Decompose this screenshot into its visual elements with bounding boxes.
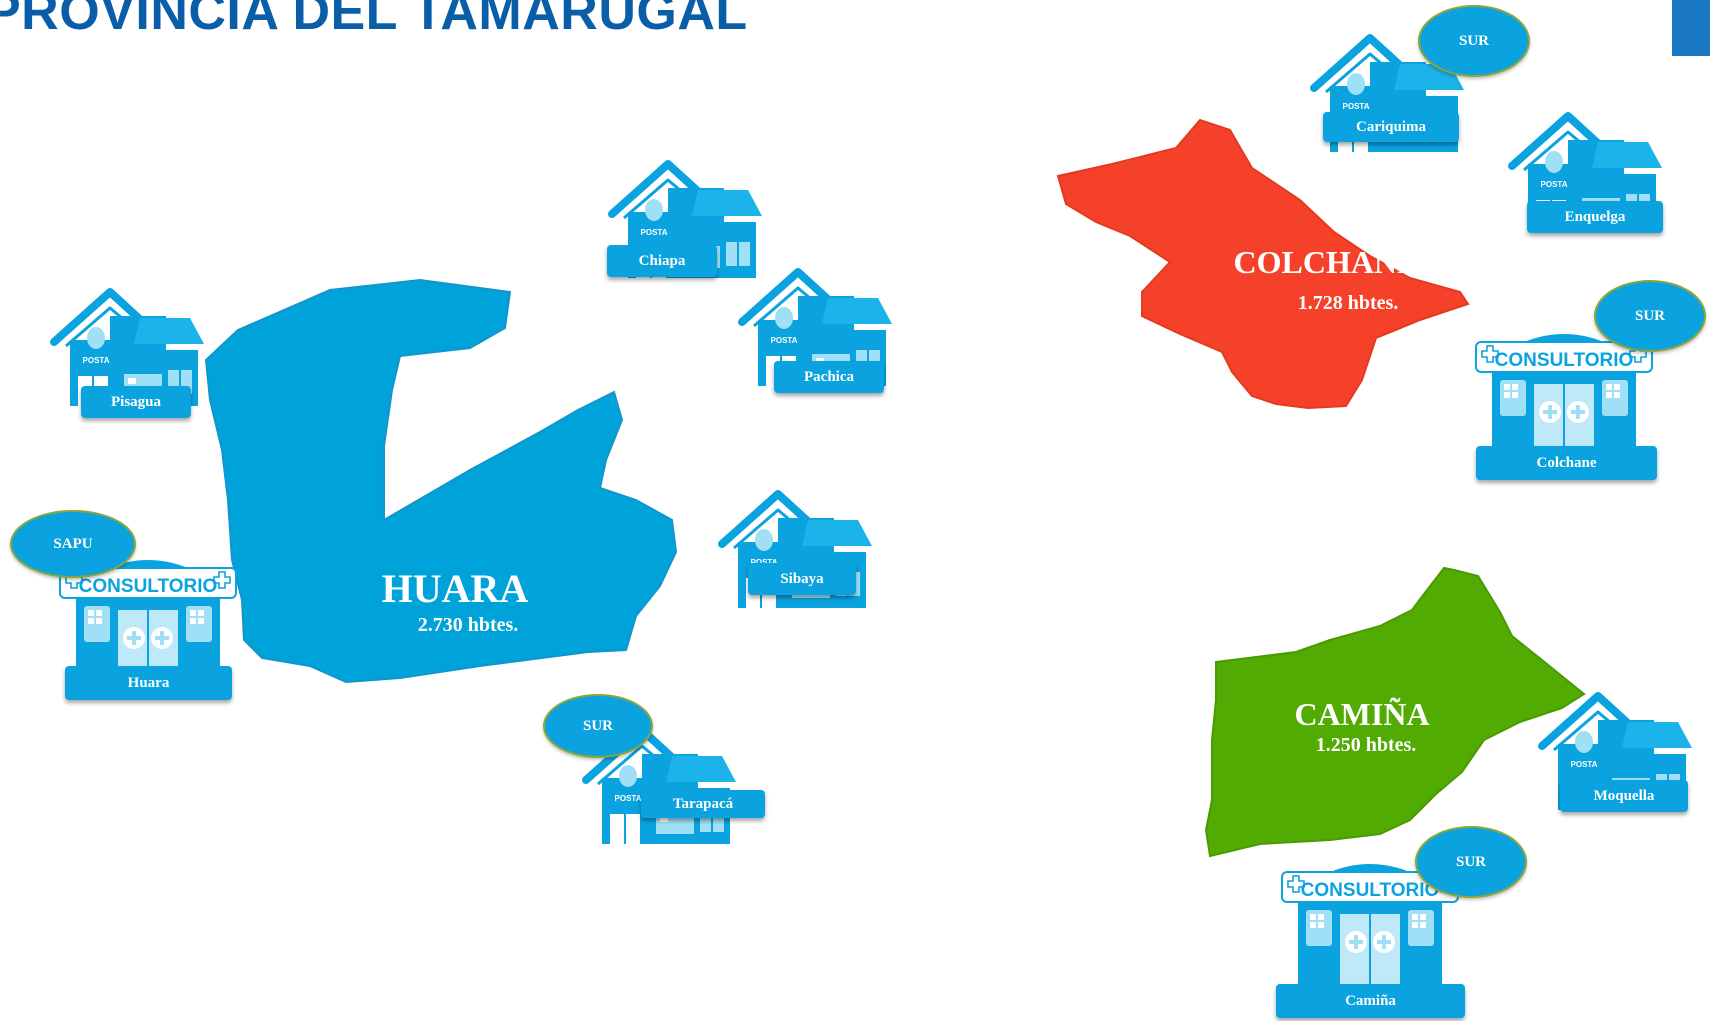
camina-region — [1204, 566, 1586, 858]
facility-label-sibaya[interactable]: Sibaya — [748, 563, 856, 595]
facility-label-moquella[interactable]: Moquella — [1560, 780, 1688, 812]
facility-label-camina[interactable]: Camiña — [1276, 984, 1465, 1018]
badge-sur-cariquima: SUR — [1418, 5, 1530, 77]
badge-sapu-huara: SAPU — [10, 510, 136, 578]
facility-label-pisagua[interactable]: Pisagua — [81, 386, 191, 418]
facility-label-huara[interactable]: Huara — [65, 666, 232, 700]
region-name-huara: HUARA — [381, 566, 529, 611]
facility-label-cariquima[interactable]: Cariquima — [1323, 112, 1459, 142]
consultorio-sign-huara: CONSULTORIO — [79, 576, 218, 597]
huara-region — [204, 278, 678, 684]
facility-label-enquelga[interactable]: Enquelga — [1527, 201, 1663, 233]
facility-label-colchane[interactable]: Colchane — [1476, 446, 1657, 480]
region-name-colchane: COLCHANE — [1233, 244, 1419, 280]
region-population-colchane: 1.728 hbtes. — [1297, 292, 1399, 314]
facility-label-tarapaca[interactable]: Tarapacá — [641, 790, 765, 818]
region-population-huara: 2.730 hbtes. — [417, 614, 519, 636]
badge-sur-camina: SUR — [1415, 826, 1527, 898]
consultorio-sign-camina: CONSULTORIO — [1301, 880, 1440, 901]
facility-label-pachica[interactable]: Pachica — [774, 361, 884, 393]
badge-sur-colchane: SUR — [1594, 280, 1706, 352]
facility-label-chiapa[interactable]: Chiapa — [607, 245, 717, 277]
page-title: PROVINCIA DEL TAMARUGAL — [0, 0, 748, 41]
consultorio-sign-colchane: CONSULTORIO — [1495, 350, 1634, 371]
region-name-camina: CAMIÑA — [1294, 696, 1430, 732]
region-population-camina: 1.250 hbtes. — [1315, 734, 1417, 756]
corner-decoration — [1672, 0, 1710, 56]
badge-sur-tarapaca: SUR — [543, 694, 653, 758]
colchane-region — [1056, 118, 1470, 410]
